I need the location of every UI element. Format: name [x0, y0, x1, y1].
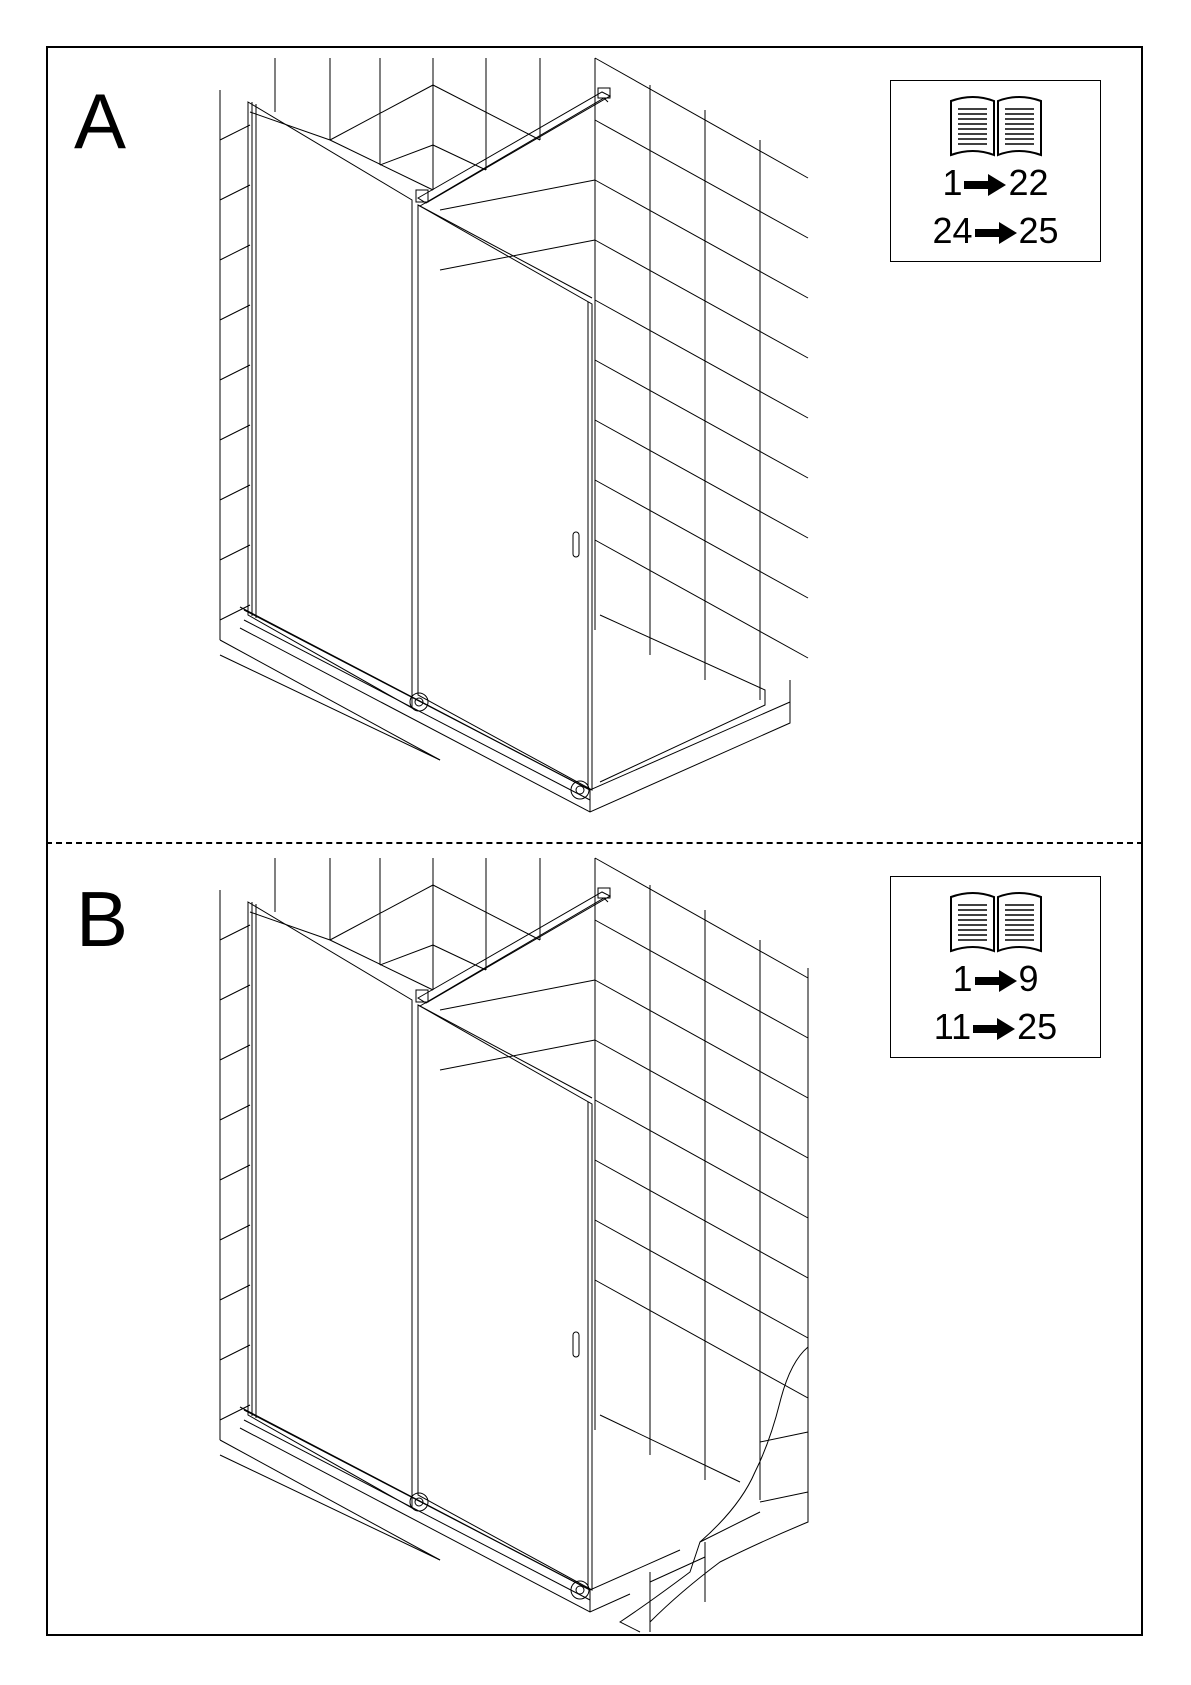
shower-enclosure-illustration-a — [0, 0, 1191, 842]
shower-enclosure-illustration-b — [0, 842, 1191, 1642]
